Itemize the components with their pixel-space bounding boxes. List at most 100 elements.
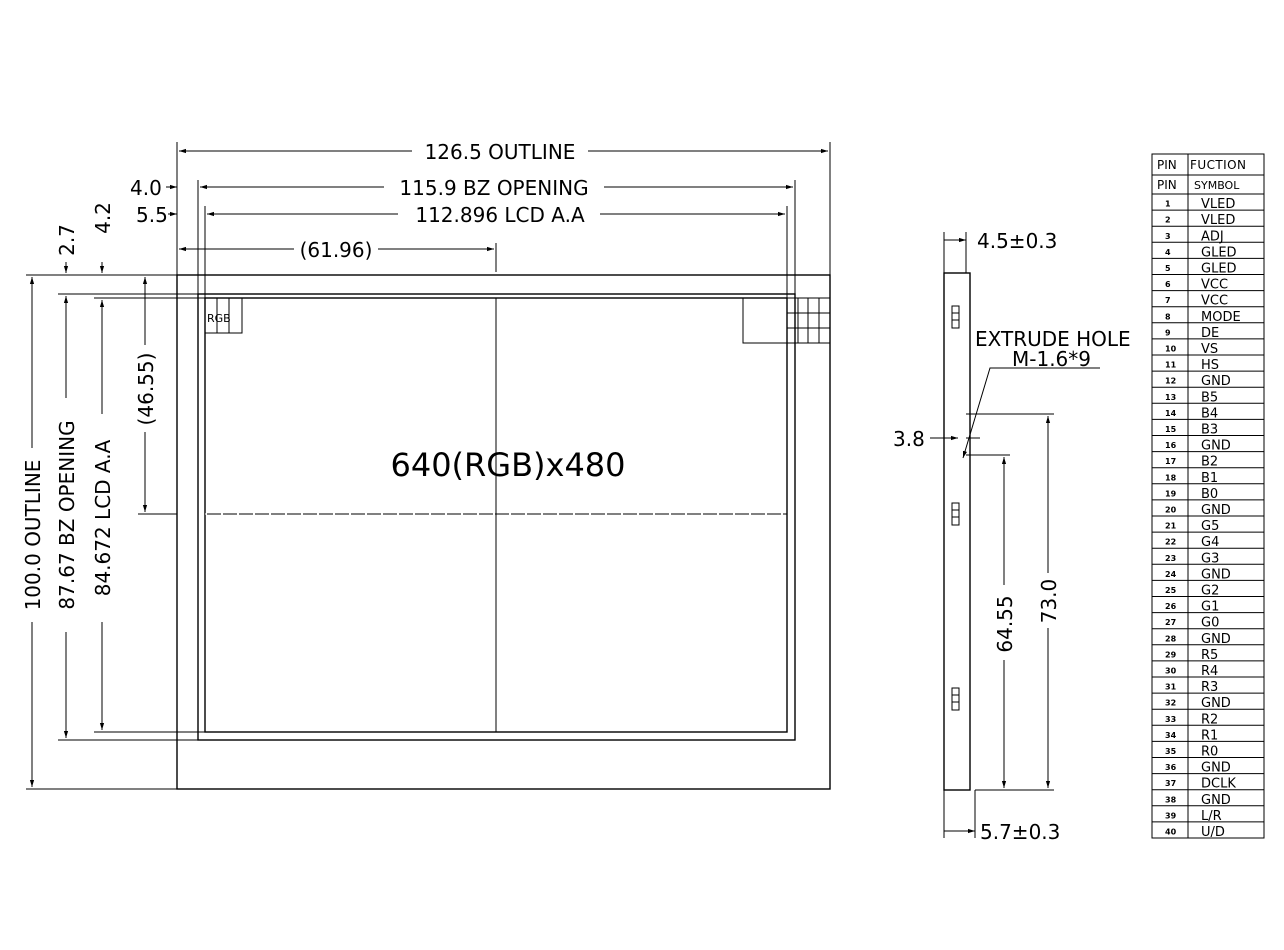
pin-symbol: MODE (1201, 310, 1241, 325)
pin-symbol: L/R (1201, 809, 1222, 824)
offset-4-2-label: 4.2 (91, 202, 115, 234)
pin-number: 7 (1165, 296, 1171, 305)
side-view: 4.5±0.3 5.7±0.3 EXTRUDE HOLE M-1.6*9 3.8… (893, 229, 1131, 844)
pin-number: 39 (1165, 811, 1177, 820)
pin-symbol: G1 (1201, 600, 1219, 615)
dim-3-8-label: 3.8 (893, 427, 925, 451)
pin-number: 12 (1165, 377, 1176, 386)
pin-number: 2 (1165, 216, 1171, 225)
resolution-label: 640(RGB)x480 (390, 446, 625, 484)
pin-number: 18 (1165, 473, 1177, 482)
pin-symbol: GND (1201, 793, 1231, 808)
pin-number: 29 (1165, 650, 1177, 659)
pin-symbol: B1 (1201, 471, 1218, 486)
pin-symbol: VLED (1201, 213, 1235, 228)
pin-number: 28 (1165, 634, 1177, 643)
rgb-box (204, 297, 243, 334)
pin-symbol: HS (1201, 358, 1219, 373)
pin-symbol: B3 (1201, 423, 1218, 438)
pin-symbol: B4 (1201, 406, 1218, 421)
pin-symbol: GND (1201, 761, 1231, 776)
rgb-label: RGB (207, 312, 231, 325)
outline-height-label: 100.0 OUTLINE (21, 460, 45, 611)
lcd-aa-height-label: 84.672 LCD A.A (91, 439, 115, 596)
pin-number: 27 (1165, 618, 1176, 627)
pin-subheader-col1: PIN (1157, 178, 1177, 192)
pin-symbol: GND (1201, 503, 1231, 518)
pin-number: 17 (1165, 457, 1176, 466)
pin-number: 3 (1165, 232, 1171, 241)
pin-number: 1 (1165, 200, 1171, 209)
pin-symbol: GLED (1201, 262, 1237, 277)
side-body-rect (943, 272, 971, 791)
offset-4-0-label: 4.0 (130, 176, 162, 200)
pin-symbol: B2 (1201, 455, 1218, 470)
dim-64-55-label: 64.55 (993, 595, 1017, 652)
pin-number: 6 (1165, 280, 1171, 289)
pin-number: 35 (1165, 747, 1177, 756)
half-height-label: (46.55) (134, 353, 158, 426)
pin-number: 14 (1165, 409, 1177, 418)
bz-opening-rect (197, 293, 796, 741)
pin-symbol: GND (1201, 374, 1231, 389)
pin-number: 33 (1165, 715, 1176, 724)
pin-symbol: VCC (1201, 278, 1228, 293)
thickness-bottom-label: 5.7±0.3 (980, 820, 1060, 844)
pin-symbol: GND (1201, 439, 1231, 454)
pin-number: 26 (1165, 602, 1177, 611)
hole-marker-3 (951, 687, 960, 711)
lcd-aa-width-label: 112.896 LCD A.A (415, 203, 585, 227)
pin-symbol: GND (1201, 696, 1231, 711)
pin-symbol: R0 (1201, 745, 1218, 760)
pin-symbol: DCLK (1201, 777, 1236, 792)
pin-symbol: G3 (1201, 551, 1219, 566)
pin-number: 16 (1165, 441, 1177, 450)
pin-symbol: G2 (1201, 584, 1219, 599)
pin-symbol: R2 (1201, 712, 1218, 727)
pin-symbol: GND (1201, 632, 1231, 647)
extrude-hole-spec: M-1.6*9 (1012, 347, 1091, 371)
pin-number: 38 (1165, 795, 1177, 804)
offset-5-5-label: 5.5 (136, 203, 168, 227)
pin-symbol: VS (1201, 342, 1218, 357)
pin-number: 31 (1165, 683, 1177, 692)
pin-header-col2: FUCTION (1190, 158, 1246, 172)
offset-2-7-label: 2.7 (55, 224, 79, 256)
pin-symbol: GLED (1201, 245, 1237, 260)
pin-number: 5 (1165, 264, 1171, 273)
pin-number: 32 (1165, 699, 1176, 708)
pin-number: 23 (1165, 554, 1176, 563)
pin-symbol: GND (1201, 567, 1231, 582)
pin-symbol: VCC (1201, 294, 1228, 309)
pin-symbol: U/D (1201, 825, 1225, 840)
outline-rect (176, 274, 831, 790)
thickness-top-label: 4.5±0.3 (977, 229, 1057, 253)
pin-number: 37 (1165, 779, 1176, 788)
pin-symbol: VLED (1201, 197, 1235, 212)
pin-symbol: R5 (1201, 648, 1218, 663)
pin-number: 22 (1165, 538, 1176, 547)
pin-subheader-col2: SYMBOL (1194, 179, 1240, 192)
bz-opening-height-label: 87.67 BZ OPENING (55, 420, 79, 609)
pin-number: 24 (1165, 570, 1177, 579)
pin-symbol: B5 (1201, 390, 1218, 405)
dim-73-0-label: 73.0 (1037, 579, 1061, 624)
pin-table-frame (1151, 153, 1265, 839)
front-view: RGB 640(RGB)x480 126.5 OUTLINE 115.9 BZ … (21, 140, 831, 790)
pin-number: 34 (1165, 731, 1177, 740)
pin-symbol: B0 (1201, 487, 1218, 502)
pin-number: 25 (1165, 586, 1177, 595)
bz-opening-width-label: 115.9 BZ OPENING (399, 176, 588, 200)
pin-number: 11 (1165, 361, 1177, 370)
hole-marker-2 (951, 502, 960, 526)
pin-number: 15 (1165, 425, 1177, 434)
pin-number: 20 (1165, 506, 1177, 515)
pin-symbol: ADJ (1201, 229, 1224, 244)
pin-symbol: DE (1201, 326, 1219, 341)
pin-symbol: R1 (1201, 728, 1218, 743)
pin-number: 21 (1165, 522, 1177, 531)
pin-symbol: G4 (1201, 535, 1219, 550)
